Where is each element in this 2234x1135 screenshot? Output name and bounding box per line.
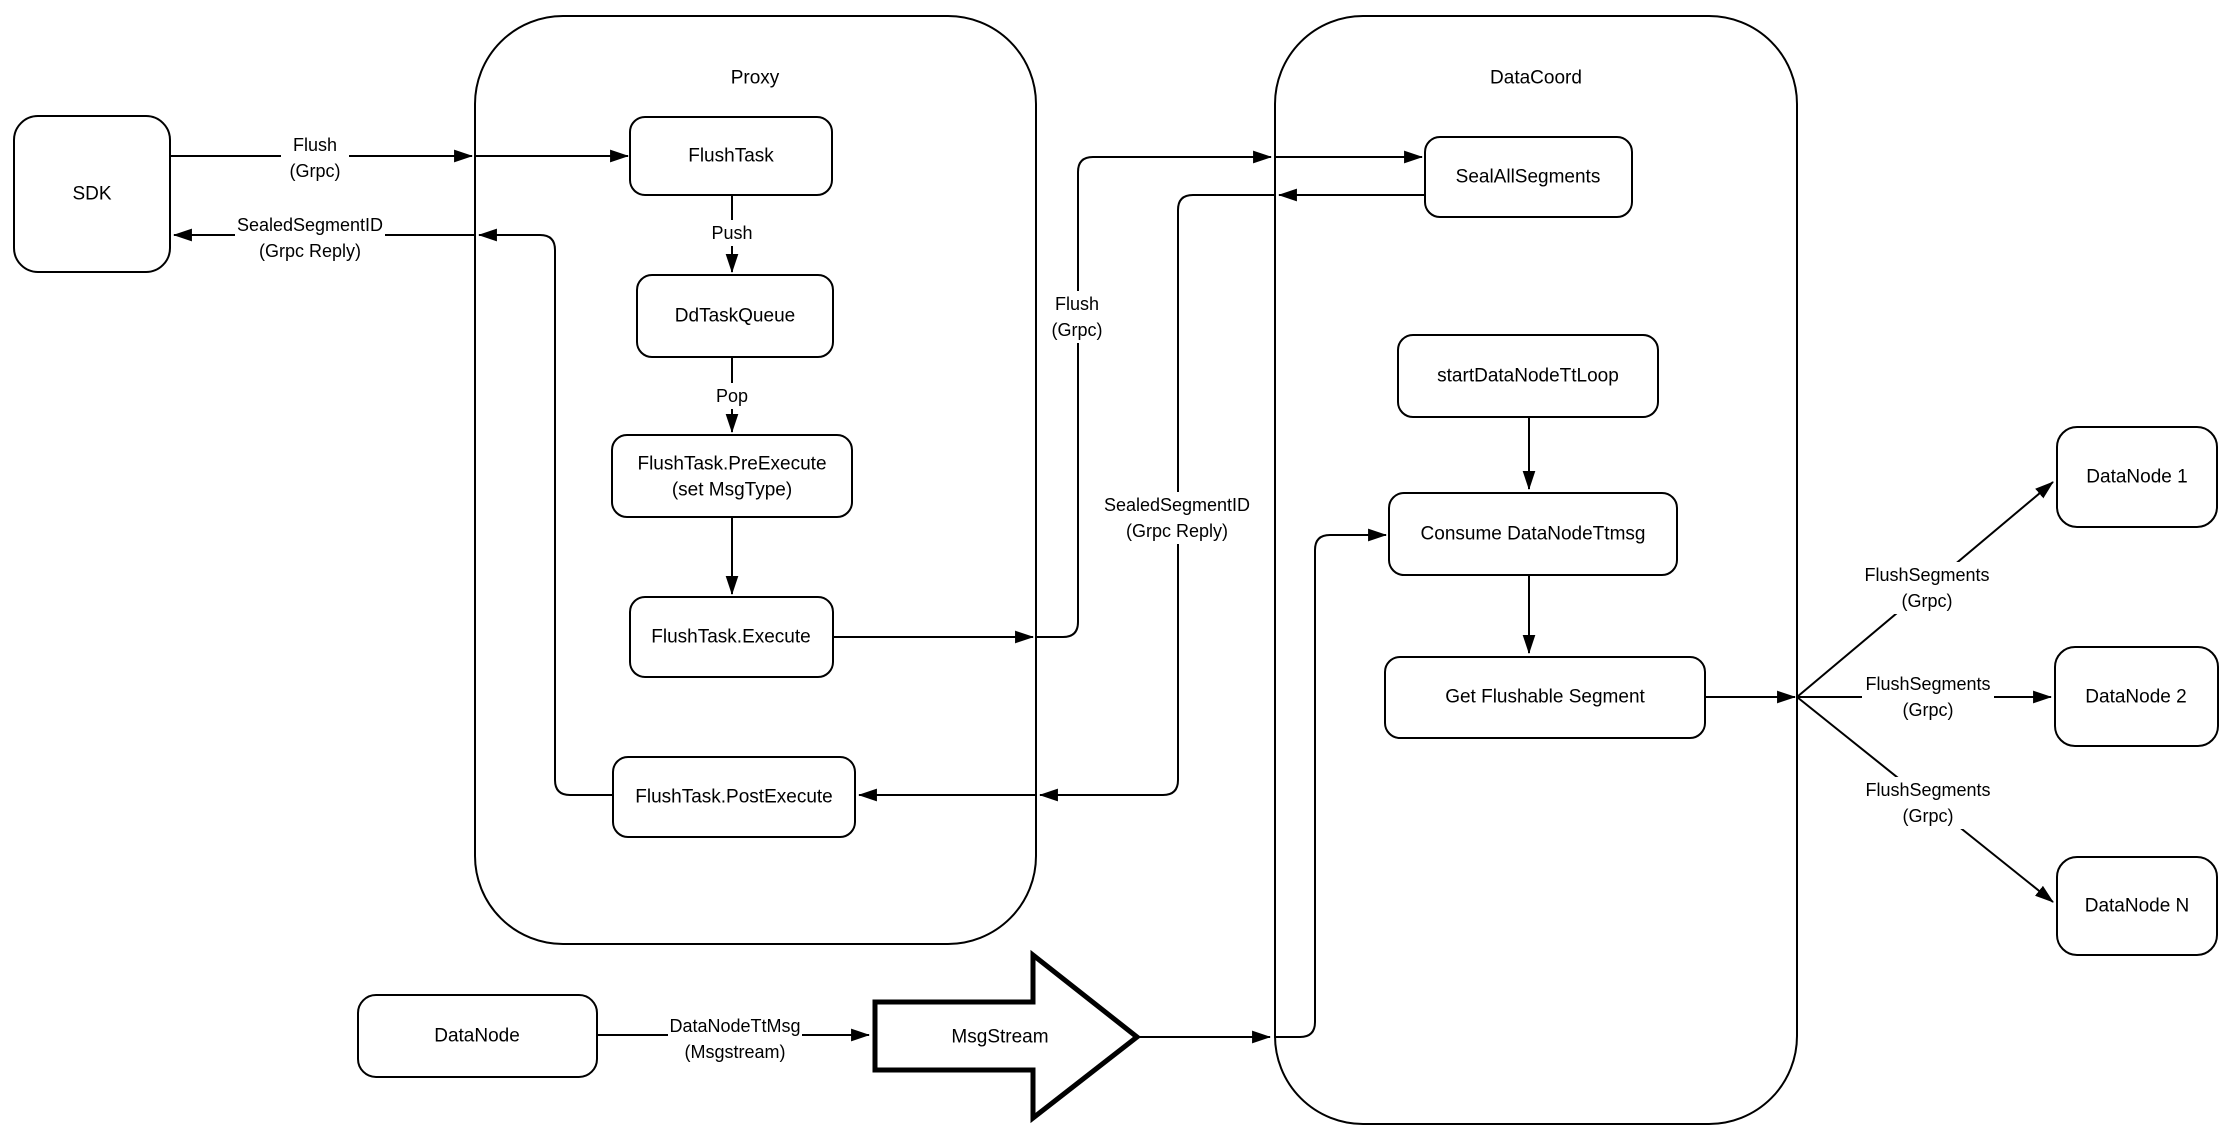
node-getflushablesegment: Get Flushable Segment <box>1384 656 1706 739</box>
flushsegments2-label-line1: FlushSegments <box>1865 674 1990 694</box>
proxy-title: Proxy <box>731 68 780 89</box>
datanode2-label: DataNode 2 <box>2085 687 2186 708</box>
sealed-sdk-label-line2: (Grpc Reply) <box>259 241 361 261</box>
node-execute: FlushTask.Execute <box>629 596 834 678</box>
pop-label-bg <box>709 383 755 409</box>
edge-label-sealed-sdk: SealedSegmentID (Grpc Reply) <box>235 212 385 264</box>
msgstream-block-arrow-shape <box>872 949 1142 1124</box>
consumedatanodettmsg-box <box>1388 492 1678 576</box>
sdk-label: SDK <box>72 184 111 205</box>
msgstream-label: MsgStream <box>951 1027 1048 1048</box>
flushsegments3-label-line1: FlushSegments <box>1865 780 1990 800</box>
sealed-datacoord-label-line2: (Grpc Reply) <box>1126 521 1228 541</box>
datanodettmsg-label-bg <box>668 1013 802 1065</box>
datanode2-box <box>2054 646 2219 747</box>
edge-datacoordborder-to-consume <box>1274 528 1388 1038</box>
pop-label: Pop <box>716 386 748 406</box>
datanoden-label: DataNode N <box>2085 896 2190 917</box>
preexecute-label-line2: (set MsgType) <box>672 480 792 501</box>
node-msgstream: MsgStream <box>872 949 1142 1124</box>
flushtask-label: FlushTask <box>688 146 774 167</box>
datacoord-container <box>1274 15 1798 1125</box>
edge-label-push: Push <box>706 220 758 246</box>
sealed-datacoord-label-line1: SealedSegmentID <box>1104 495 1250 515</box>
flush-datacoord-label-line1: Flush <box>1055 294 1099 314</box>
edge-label-flush-sdk: Flush (Grpc) <box>281 132 349 184</box>
datanode1-label: DataNode 1 <box>2086 467 2187 488</box>
flushsegments3-label-bg <box>1862 777 1994 829</box>
execute-box <box>629 596 834 678</box>
startdatanodettloop-box <box>1397 334 1659 418</box>
flush-sdk-label-line2: (Grpc) <box>290 161 341 181</box>
postexecute-box <box>612 756 856 838</box>
flushsegments1-label-bg <box>1861 562 1993 614</box>
push-label-bg <box>706 220 758 246</box>
getflushablesegment-label: Get Flushable Segment <box>1445 687 1645 708</box>
node-datanode: DataNode <box>357 994 598 1078</box>
node-sdk: SDK <box>13 115 171 273</box>
flushsegments2-label-line2: (Grpc) <box>1903 700 1954 720</box>
datacoord-title: DataCoord <box>1490 68 1582 89</box>
node-consumedatanodettmsg: Consume DataNodeTtmsg <box>1388 492 1678 576</box>
datanoden-box <box>2056 856 2218 956</box>
edge-label-flush-datacoord: Flush (Grpc) <box>1043 291 1111 343</box>
postexecute-label: FlushTask.PostExecute <box>635 787 832 808</box>
datanodettmsg-label-line1: DataNodeTtMsg <box>669 1016 800 1036</box>
node-preexecute: FlushTask.PreExecute (set MsgType) <box>611 434 853 518</box>
flushsegments3-label-line2: (Grpc) <box>1903 806 1954 826</box>
preexecute-label-line1: FlushTask.PreExecute <box>637 454 826 475</box>
flush-sdk-label-bg <box>281 132 349 184</box>
node-flushtask: FlushTask <box>629 116 833 196</box>
edge-proxyborder-to-datacoord <box>1036 150 1273 638</box>
edge-label-sealed-datacoord: SealedSegmentID (Grpc Reply) <box>1102 492 1252 544</box>
node-datanode1: DataNode 1 <box>2056 426 2218 528</box>
flushtask-box <box>629 116 833 196</box>
edge-label-flushsegments-1: FlushSegments (Grpc) <box>1861 562 1993 614</box>
flushsegments1-label-line2: (Grpc) <box>1902 591 1953 611</box>
ddtaskqueue-box <box>636 274 834 358</box>
edge-postexecute-to-proxyborder <box>477 228 613 796</box>
consumedatanodettmsg-label: Consume DataNodeTtmsg <box>1421 524 1646 545</box>
ddtaskqueue-label: DdTaskQueue <box>675 306 795 327</box>
datanodettmsg-label-line2: (Msgstream) <box>684 1042 785 1062</box>
edge-label-flushsegments-3: FlushSegments (Grpc) <box>1862 777 1994 829</box>
flush-datacoord-label-bg <box>1043 291 1111 343</box>
sealed-sdk-label-line1: SealedSegmentID <box>237 215 383 235</box>
datanode1-box <box>2056 426 2218 528</box>
flushsegments1-label-line1: FlushSegments <box>1864 565 1989 585</box>
node-startdatanodettloop: startDataNodeTtLoop <box>1397 334 1659 418</box>
edge-label-pop: Pop <box>709 383 755 409</box>
sealallsegments-label: SealAllSegments <box>1456 167 1601 188</box>
getflushablesegment-box <box>1384 656 1706 739</box>
sealallsegments-box <box>1424 136 1633 218</box>
node-ddtaskqueue: DdTaskQueue <box>636 274 834 358</box>
sealed-datacoord-label-bg <box>1102 492 1252 544</box>
flushsegments2-label-bg <box>1862 671 1994 723</box>
startdatanodettloop-label: startDataNodeTtLoop <box>1437 366 1619 387</box>
edge-label-datanodettmsg: DataNodeTtMsg (Msgstream) <box>668 1013 802 1065</box>
node-sealallsegments: SealAllSegments <box>1424 136 1633 218</box>
execute-label: FlushTask.Execute <box>651 627 810 648</box>
proxy-container <box>474 15 1037 945</box>
flush-sdk-label-line1: Flush <box>293 135 337 155</box>
sealed-sdk-label-bg <box>235 212 385 264</box>
node-datanode2: DataNode 2 <box>2054 646 2219 747</box>
push-label: Push <box>711 223 752 243</box>
node-datanoden: DataNode N <box>2056 856 2218 956</box>
sdk-box <box>13 115 171 273</box>
datanode-box <box>357 994 598 1078</box>
flush-datacoord-label-line2: (Grpc) <box>1052 320 1103 340</box>
preexecute-box <box>611 434 853 518</box>
datanode-label: DataNode <box>434 1026 520 1047</box>
edge-label-flushsegments-2: FlushSegments (Grpc) <box>1862 671 1994 723</box>
node-postexecute: FlushTask.PostExecute <box>612 756 856 838</box>
